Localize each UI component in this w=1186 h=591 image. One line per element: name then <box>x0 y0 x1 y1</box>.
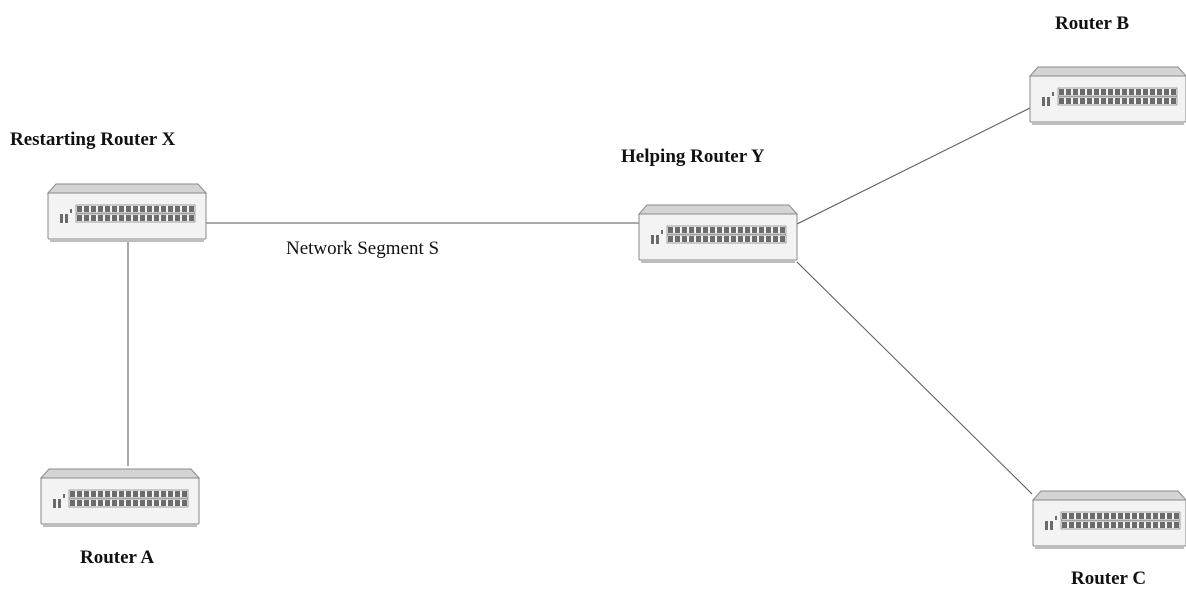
network-switch-icon <box>46 183 208 242</box>
connection-lines <box>127 106 1033 495</box>
network-switch-icon <box>637 204 799 263</box>
router-devices <box>39 66 1186 549</box>
restarting-router-x-label: Restarting Router X <box>10 129 176 150</box>
link-y-b <box>796 106 1033 225</box>
network-switch-icon <box>1028 66 1186 125</box>
helping-router-y-label: Helping Router Y <box>621 146 765 167</box>
network-segment-s-label: Network Segment S <box>286 238 440 259</box>
network-switch-icon <box>39 468 201 527</box>
router-b-label: Router B <box>1055 13 1130 34</box>
link-y-c <box>796 261 1033 495</box>
router-c-label: Router C <box>1071 568 1147 589</box>
network-switch-icon <box>1031 490 1186 549</box>
router-a-label: Router A <box>80 547 155 568</box>
